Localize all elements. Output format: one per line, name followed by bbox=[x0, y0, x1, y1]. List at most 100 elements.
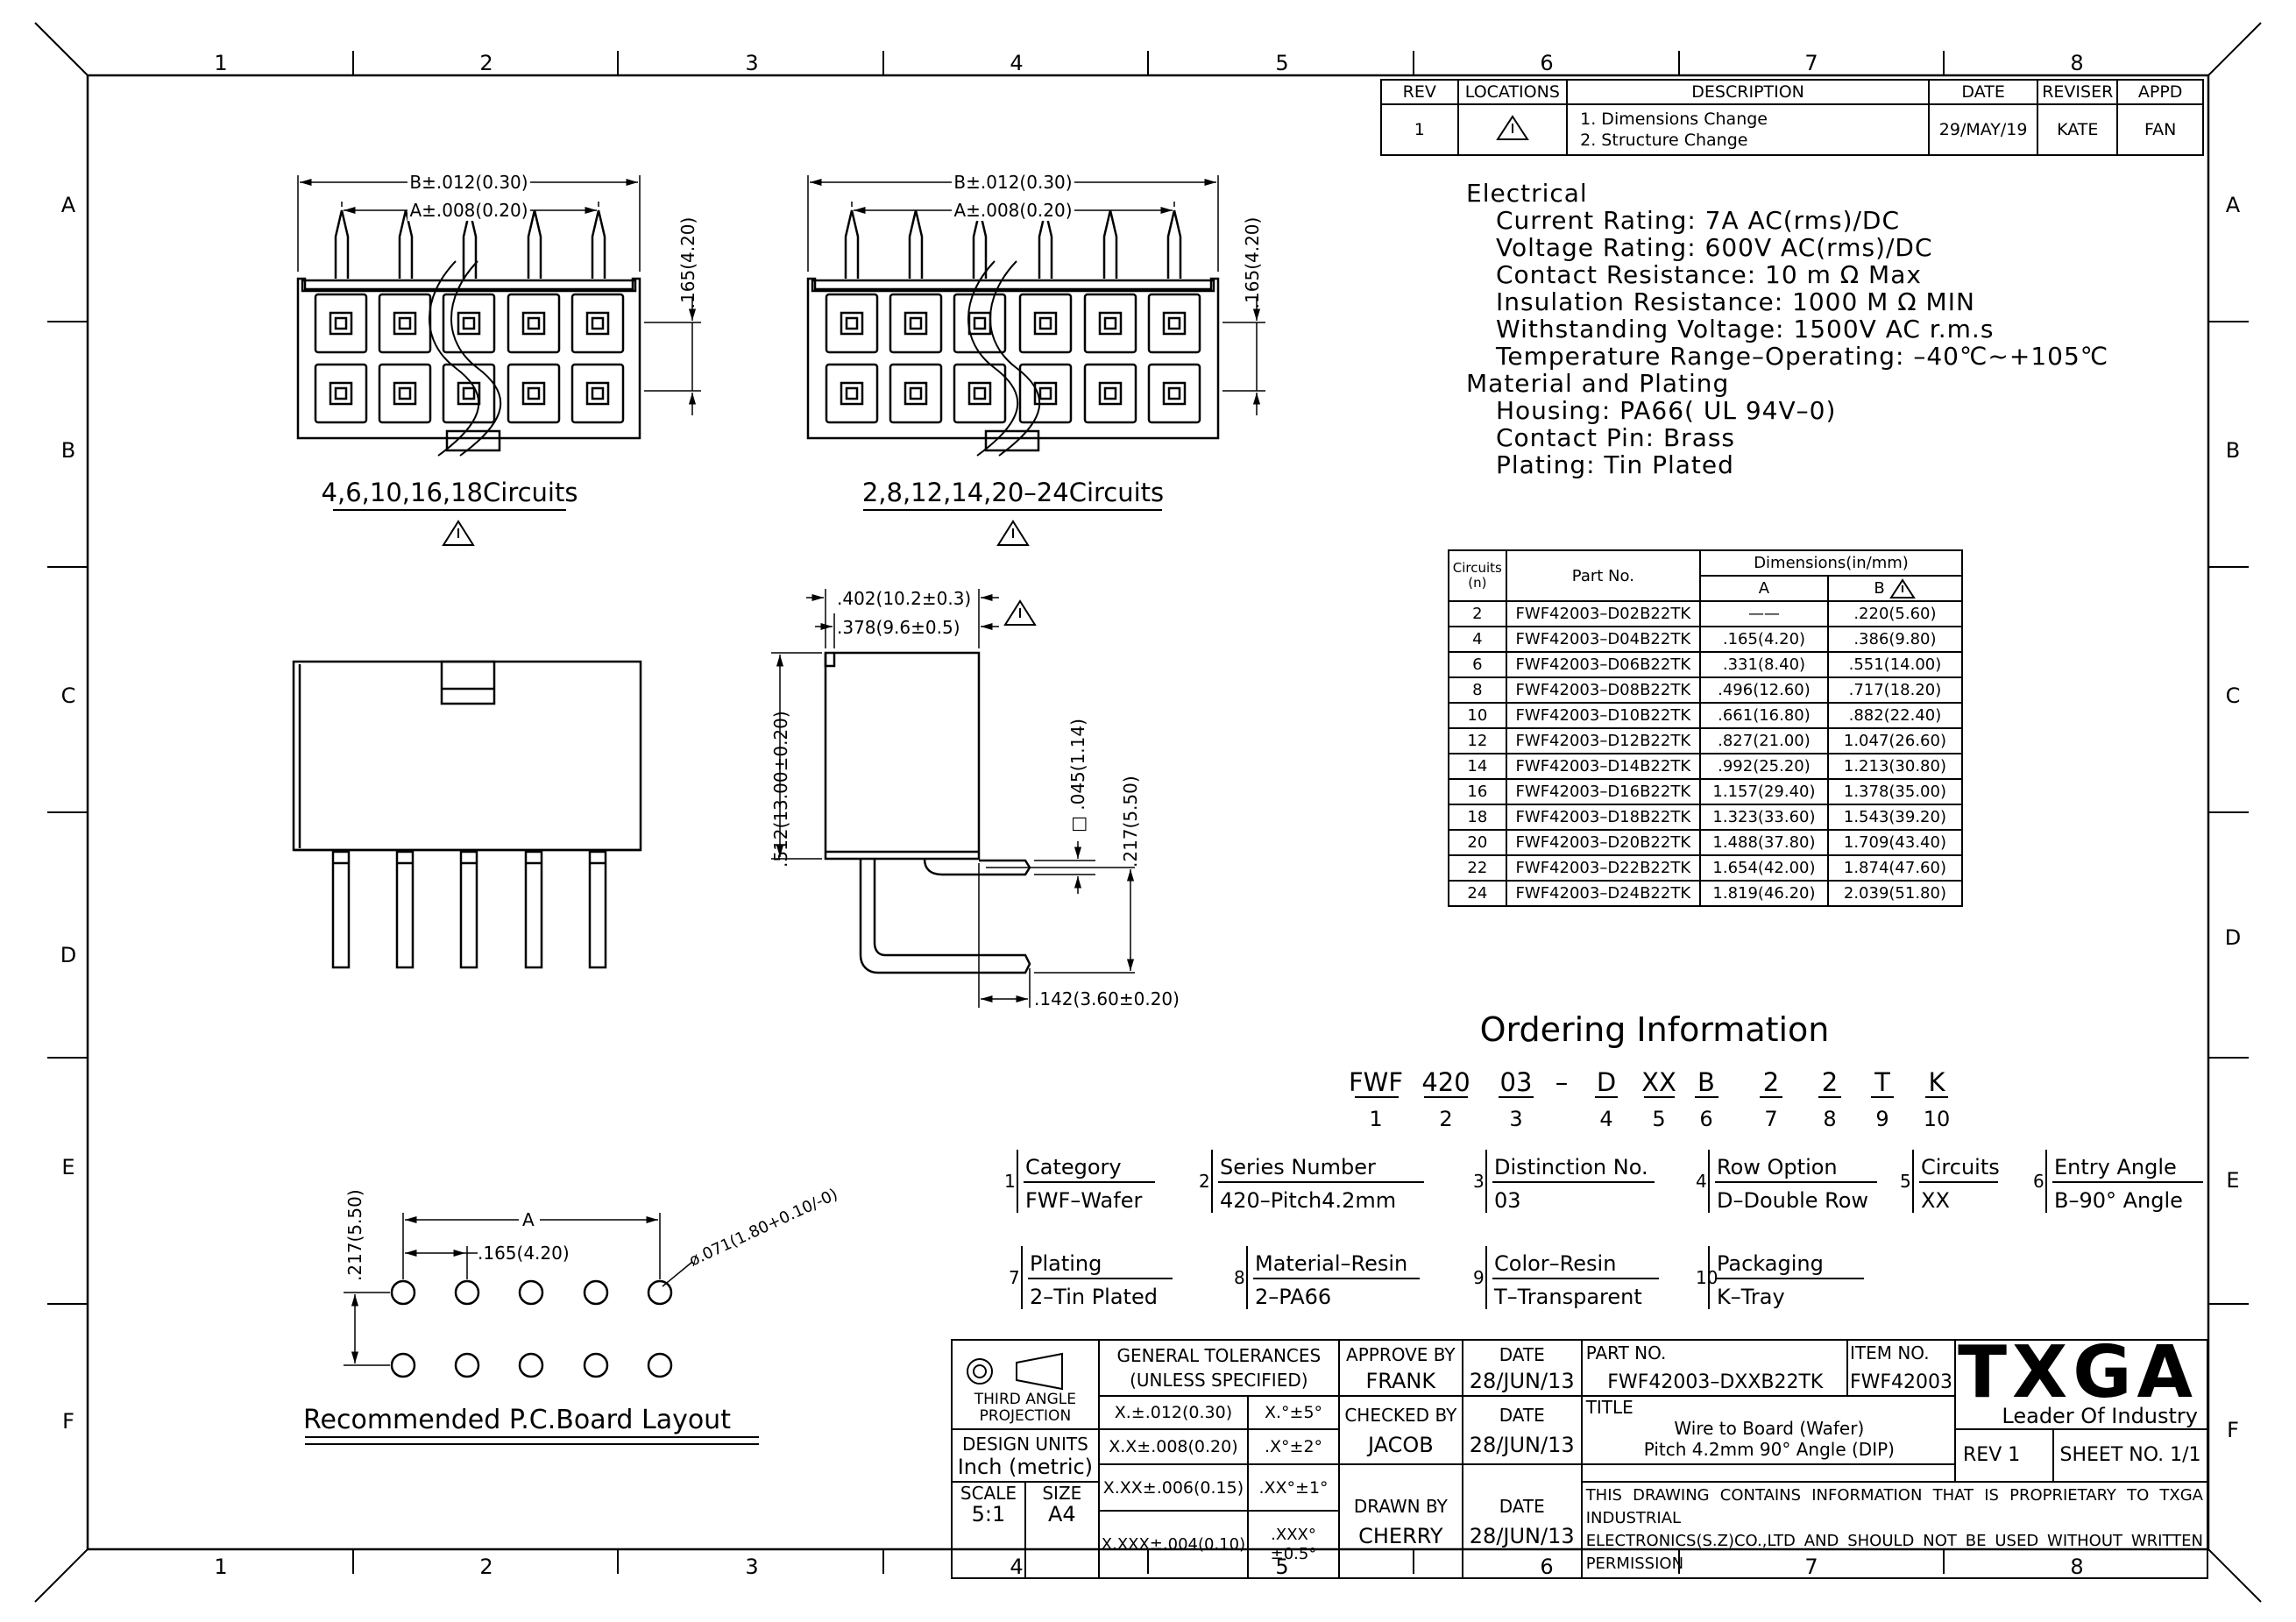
dim-cell-a: .661(16.80) bbox=[1699, 702, 1829, 729]
triangle-warning-icon bbox=[1495, 114, 1529, 140]
reviser-header: REVISER bbox=[2037, 79, 2119, 105]
svg-text:5: 5 bbox=[1652, 1107, 1665, 1131]
terminal-square-inner bbox=[909, 316, 923, 330]
dim-cell-n: 16 bbox=[1448, 778, 1507, 805]
tol-angle-2: .X°±2° bbox=[1247, 1428, 1340, 1465]
item-value: FWF42003 bbox=[1849, 1371, 1953, 1393]
design-units-label: DESIGN UNITS bbox=[961, 1434, 1088, 1455]
cavity-outline bbox=[953, 293, 1007, 354]
checked-date-cell: DATE 28/JUN/13 bbox=[1461, 1395, 1583, 1465]
svg-text:10: 10 bbox=[1924, 1107, 1951, 1131]
terminal-square bbox=[1098, 381, 1123, 406]
size-box: SIZE A4 bbox=[1026, 1483, 1098, 1577]
dim-cell-part: FWF42003–D16B22TK bbox=[1505, 778, 1702, 805]
ordering-item-value: XX bbox=[1921, 1188, 1950, 1213]
checked-value: JACOB bbox=[1367, 1433, 1434, 1457]
tol-linear-4: X.XXX±.004(0.10) bbox=[1097, 1510, 1250, 1579]
row-label: A bbox=[2226, 193, 2241, 217]
terminal-square-inner bbox=[527, 386, 541, 400]
circuits-header-n: (n) bbox=[1468, 575, 1487, 591]
ordering-item-number: 8 bbox=[1234, 1267, 1245, 1288]
ordering-item-value: 420–Pitch4.2mm bbox=[1220, 1188, 1397, 1213]
row-label: D bbox=[2225, 925, 2241, 950]
col-label: 3 bbox=[745, 1555, 758, 1579]
terminal-square bbox=[840, 311, 864, 336]
description-header: DESCRIPTION bbox=[1566, 79, 1931, 105]
rev-header: REV bbox=[1380, 79, 1459, 105]
terminal-square-inner bbox=[1103, 316, 1117, 330]
ordering-item-bar bbox=[1912, 1150, 1914, 1213]
cavity-outline bbox=[507, 363, 561, 424]
tol-linear-1: X.±.012(0.30) bbox=[1097, 1395, 1250, 1430]
drawn-label: DRAWN BY bbox=[1353, 1496, 1448, 1517]
row-label: E bbox=[61, 1155, 74, 1179]
ordering-item-label: Color–Resin bbox=[1492, 1251, 1659, 1279]
contact-resistance: Contact Resistance: 10 m Ω Max bbox=[1496, 260, 1922, 289]
col-label: 4 bbox=[1010, 51, 1023, 75]
locations-header: LOCATIONS bbox=[1456, 79, 1569, 105]
dim-cell-n: 14 bbox=[1448, 753, 1507, 780]
terminal-square bbox=[393, 381, 417, 406]
terminal-square bbox=[1162, 311, 1187, 336]
dim-cell-part: FWF42003–D04B22TK bbox=[1505, 626, 1702, 653]
svg-text:03: 03 bbox=[1500, 1067, 1533, 1097]
ordering-item-bar bbox=[1708, 1246, 1710, 1309]
pcb-layout bbox=[390, 1279, 673, 1378]
ordering-item-value: 2–PA66 bbox=[1255, 1285, 1332, 1309]
logo-cell: TXGA Leader Of Industry bbox=[1954, 1337, 2208, 1430]
dim-cell-a: .496(12.60) bbox=[1699, 676, 1829, 704]
contact-pin-material: Contact Pin: Brass bbox=[1496, 423, 1736, 452]
size-value: A4 bbox=[1047, 1502, 1076, 1526]
drawn-date-cell: DATE 28/JUN/13 bbox=[1461, 1463, 1583, 1579]
dim-cell-n: 20 bbox=[1448, 829, 1507, 856]
terminal-square-inner bbox=[462, 386, 476, 400]
ordering-item-bar bbox=[1017, 1150, 1018, 1213]
terminal-square bbox=[585, 311, 610, 336]
withstanding-voltage: Withstanding Voltage: 1500V AC r.m.s bbox=[1496, 315, 1995, 344]
cavity-outline bbox=[953, 363, 1007, 424]
row-label: C bbox=[2226, 684, 2241, 708]
cavity-outline bbox=[507, 293, 561, 354]
row-label: B bbox=[61, 438, 75, 463]
tol-angle-1: X.°±5° bbox=[1247, 1395, 1340, 1430]
electrical-heading: Electrical bbox=[1466, 179, 1588, 208]
svg-text:9: 9 bbox=[1875, 1107, 1889, 1131]
tol-linear-3: X.XX±.006(0.15) bbox=[1097, 1463, 1250, 1512]
cavity-outline bbox=[378, 363, 432, 424]
ordering-item-bar bbox=[1485, 1150, 1487, 1213]
cavity-outline bbox=[1083, 293, 1137, 354]
row-label: A bbox=[61, 193, 76, 217]
dim-cell-b: 1.709(43.40) bbox=[1826, 829, 1964, 856]
part-value: FWF42003–DXXB22TK bbox=[1607, 1371, 1824, 1393]
part-header: Part No. bbox=[1505, 549, 1702, 602]
cavity-outline bbox=[825, 363, 879, 424]
svg-text:2: 2 bbox=[1439, 1107, 1452, 1131]
side-view-dims bbox=[771, 589, 1135, 1008]
appd-value: FAN bbox=[2116, 103, 2204, 156]
pin-length-label: .217(5.50) bbox=[1120, 776, 1141, 868]
dim-cell-a: .827(21.00) bbox=[1699, 727, 1829, 754]
item-label: ITEM NO. bbox=[1849, 1342, 1930, 1363]
ordering-item-value: K–Tray bbox=[1717, 1285, 1785, 1309]
pcb-pitch-label: .165(4.20) bbox=[478, 1243, 570, 1264]
cavity-outline bbox=[314, 363, 368, 424]
dim-b-label: B±.012(0.30) bbox=[953, 172, 1072, 193]
row-label: F bbox=[2227, 1418, 2239, 1442]
ordering-item-bar bbox=[1485, 1246, 1487, 1309]
cavity-outline bbox=[1018, 293, 1073, 354]
col-label: 2 bbox=[479, 1555, 493, 1579]
item-cell: ITEM NO. FWF42003 bbox=[1846, 1339, 1957, 1397]
design-units-cell: DESIGN UNITS Inch (metric) bbox=[951, 1428, 1100, 1483]
svg-text:XX: XX bbox=[1641, 1067, 1676, 1097]
side-h-label: .512(13.00±0.20) bbox=[770, 711, 791, 868]
terminal-square-inner bbox=[909, 386, 923, 400]
pin-offset-label: .142(3.60±0.20) bbox=[1034, 988, 1180, 1009]
cavity-outline bbox=[442, 363, 496, 424]
terminal-square-inner bbox=[334, 316, 348, 330]
terminal-square-inner bbox=[334, 386, 348, 400]
